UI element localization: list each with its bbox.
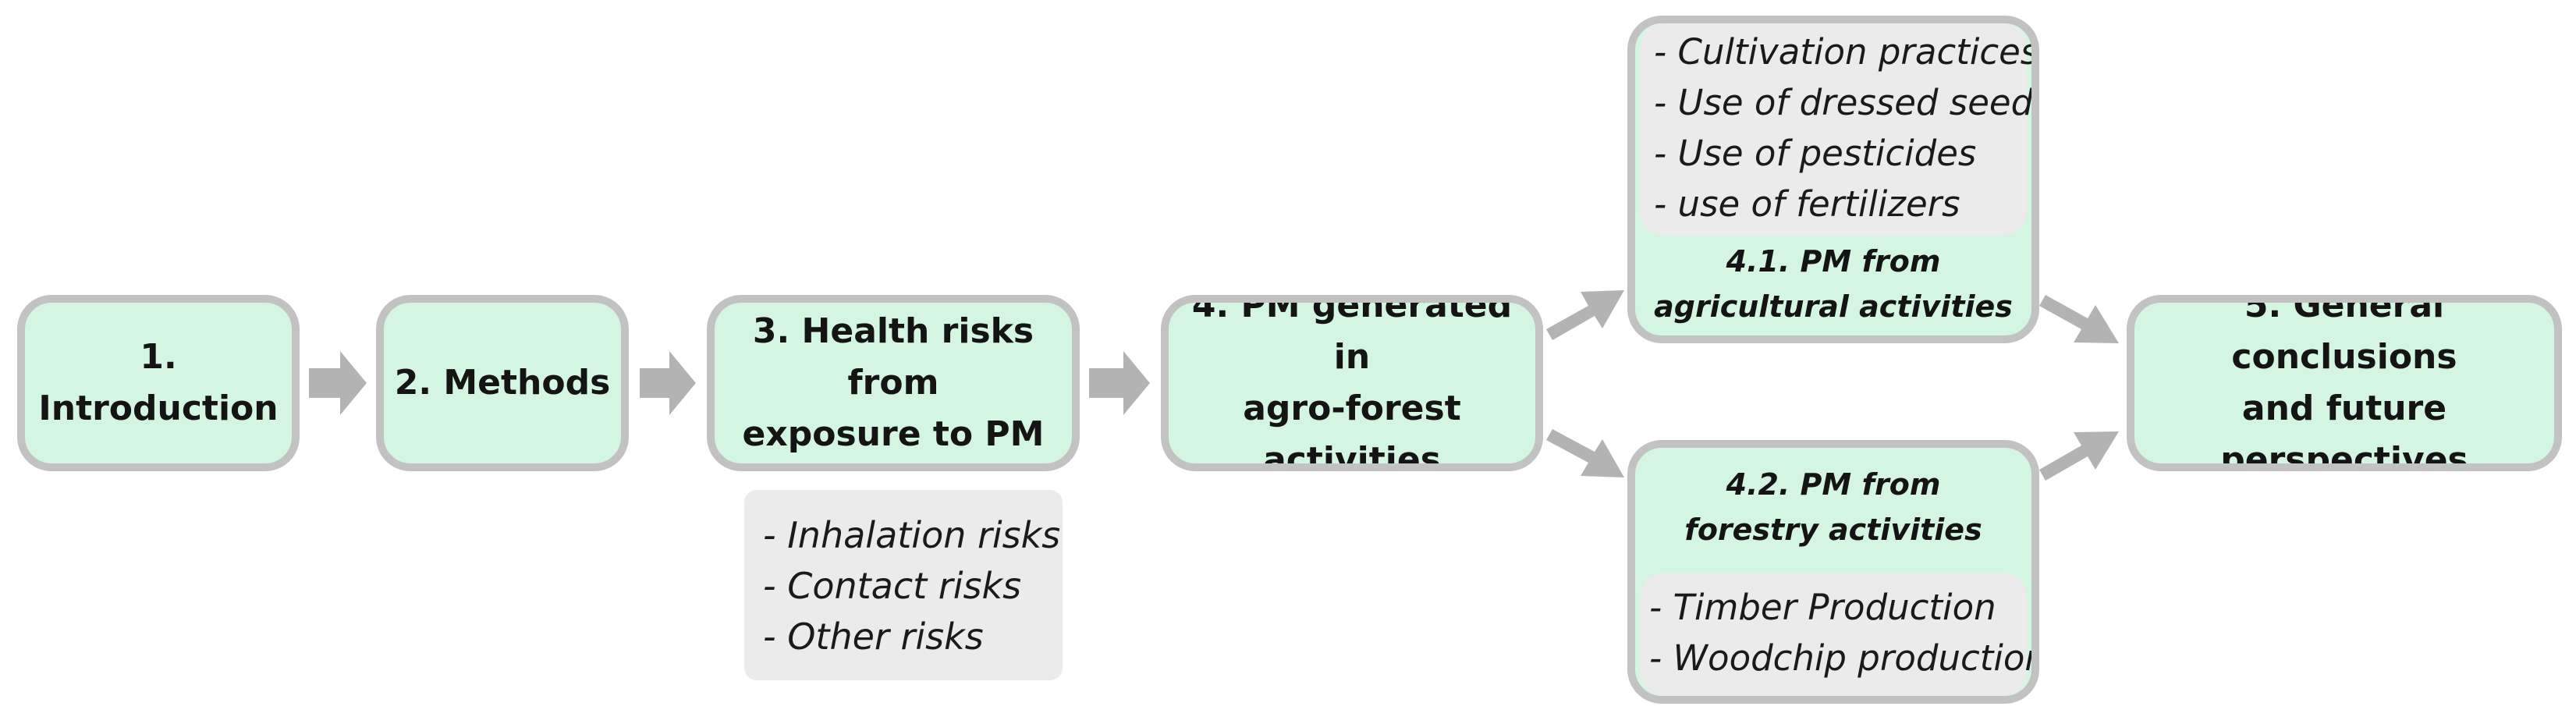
health-risk-item: - Other risks: [763, 616, 984, 658]
agricultural-label-line2: agricultural activities: [1654, 289, 2013, 324]
health-risk-item: - Contact risks: [763, 565, 1022, 607]
arrow-pm-to-forestry: [1546, 429, 1624, 477]
pm-generated-label-line1: 4. PM generated in: [1191, 295, 1513, 377]
health-risks-box: 3. Health risks from exposure to PM: [707, 295, 1080, 471]
agricultural-item: - Cultivation practices: [1654, 31, 2039, 73]
forestry-label-line2: forestry activities: [1684, 513, 1982, 547]
health-risks-label-line1: 3. Health risks from: [752, 311, 1034, 403]
forestry-items-panel: - Timber Production - Woodchip productio…: [1640, 573, 2039, 696]
methods-label: 2. Methods: [394, 363, 611, 403]
conclusions-box: 5. General conclusions and future perspe…: [2127, 295, 2562, 471]
health-risks-items-panel: - Inhalation risks - Contact risks - Oth…: [744, 490, 1063, 680]
health-risk-item: - Inhalation risks: [763, 514, 1061, 556]
methods-box: 2. Methods: [376, 295, 629, 471]
agricultural-items-panel: - Cultivation practices - Use of dressed…: [1640, 23, 2039, 236]
introduction-label: 1. Introduction: [38, 337, 279, 428]
agricultural-box: - Cultivation practices - Use of dressed…: [1627, 16, 2039, 343]
arrow-methods-to-health: [640, 351, 696, 415]
arrow-forestry-to-conclusions: [2039, 431, 2119, 481]
arrow-pm-to-agricultural: [1546, 290, 1624, 340]
agricultural-label-line1: 4.1. PM from: [1726, 244, 1941, 279]
arrow-intro-to-methods: [309, 351, 367, 415]
agricultural-item: - Use of dressed seeds: [1654, 82, 2039, 123]
forestry-item: - Woodchip production: [1649, 637, 2039, 679]
pm-generated-box: 4. PM generated in agro-forest activitie…: [1161, 295, 1543, 471]
arrow-agricultural-to-conclusions: [2039, 295, 2119, 343]
introduction-box: 1. Introduction: [17, 295, 300, 471]
arrow-health-to-pm: [1089, 351, 1150, 415]
pm-generated-label-line2: agro-forest activities: [1243, 389, 1461, 471]
forestry-box: 4.2. PM from forestry activities - Timbe…: [1627, 440, 2039, 704]
agricultural-item: - Use of pesticides: [1654, 133, 1977, 174]
conclusions-label-line2: and future perspectives: [2220, 389, 2468, 471]
agricultural-item: - use of fertilizers: [1654, 183, 1960, 225]
forestry-label-line1: 4.2. PM from: [1726, 467, 1941, 502]
forestry-item: - Timber Production: [1649, 587, 1996, 628]
health-risks-label-line2: exposure to PM: [742, 414, 1045, 454]
conclusions-label-line1: 5. General conclusions: [2231, 295, 2457, 377]
